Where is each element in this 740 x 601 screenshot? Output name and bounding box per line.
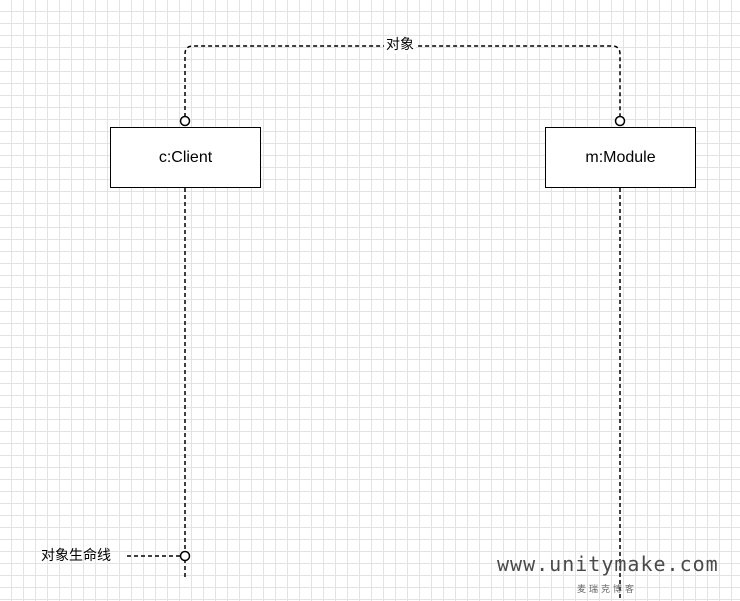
client-object-box[interactable]: c:Client bbox=[110, 127, 261, 188]
client-object-label: c:Client bbox=[158, 148, 213, 166]
object-connector bbox=[184, 45, 621, 117]
lifeline-end-port bbox=[179, 550, 191, 562]
module-object-box[interactable]: m:Module bbox=[545, 127, 696, 188]
module-object-label: m:Module bbox=[585, 148, 656, 166]
watermark-site: www.unitymake.com bbox=[497, 552, 719, 576]
client-top-port bbox=[179, 115, 191, 127]
watermark-subtitle: 麦瑞克博客 bbox=[577, 585, 638, 595]
connector-label: 对象 bbox=[384, 36, 416, 54]
module-top-port bbox=[614, 115, 626, 127]
lifeline-label: 对象生命线 bbox=[41, 548, 111, 564]
